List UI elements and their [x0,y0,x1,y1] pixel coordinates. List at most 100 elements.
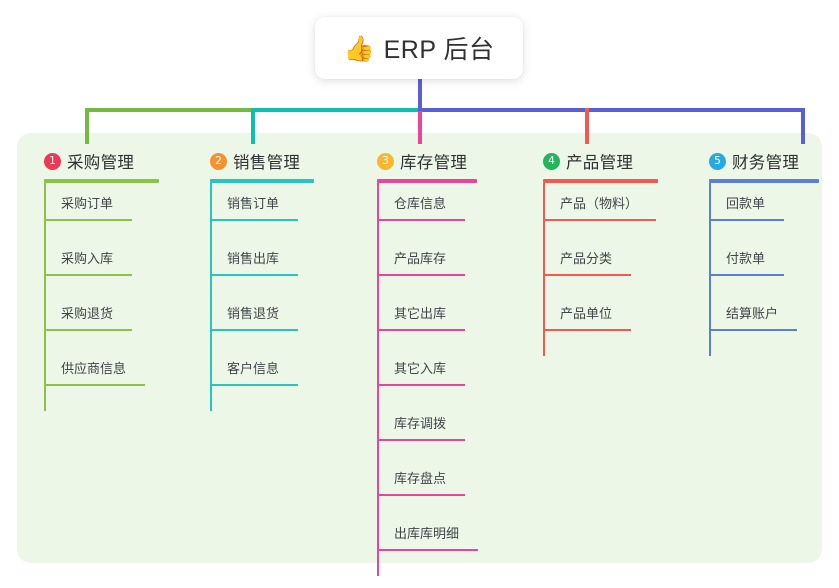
module-item-rule [543,219,656,221]
module-column-inventory: 3 库存管理 仓库信息产品库存其它出库其它入库库存调拨库存盘点出库库明细 [377,148,478,576]
module-title: 财务管理 [732,154,800,172]
module-item[interactable]: 销售退货 [210,293,314,348]
module-header[interactable]: 2 销售管理 [210,148,314,174]
module-item-list: 回款单付款单结算账户 [709,183,819,356]
module-header[interactable]: 5 财务管理 [709,148,819,174]
module-item-label: 产品（物料） [560,196,639,211]
module-item[interactable]: 产品单位 [543,293,658,348]
module-item-label: 销售订单 [227,196,280,211]
module-item[interactable]: 出库库明细 [377,513,478,568]
module-item-label: 采购订单 [61,196,114,211]
module-item-list: 仓库信息产品库存其它出库其它入库库存调拨库存盘点出库库明细 [377,183,478,576]
module-item-rule [377,219,465,221]
module-item-list: 产品（物料） 产品分类产品单位 [543,183,658,356]
module-item-rule [44,329,132,331]
module-item-label: 出库库明细 [394,526,460,541]
module-header-rule [543,179,658,183]
root-title: ERP 后台 [383,36,495,64]
module-item[interactable]: 回款单 [709,183,819,238]
module-item-label: 仓库信息 [394,196,447,211]
module-item-label: 采购退货 [61,306,114,321]
root-node[interactable]: 👍 ERP 后台 [315,17,523,79]
module-item[interactable]: 其它入库 [377,348,477,403]
module-item-rule [210,384,298,386]
connector-drop-5 [801,108,805,144]
module-item-rule [377,439,465,441]
module-item-list: 采购订单采购入库采购退货供应商信息 [44,183,159,411]
module-item-label: 其它入库 [394,361,447,376]
module-item-label: 产品库存 [394,251,447,266]
module-item[interactable]: 采购订单 [44,183,159,238]
module-item-label: 库存盘点 [394,471,447,486]
module-item[interactable]: 销售出库 [210,238,314,293]
module-title: 销售管理 [233,154,301,172]
module-column-sales: 2 销售管理 销售订单销售出库销售退货客户信息 [210,148,314,411]
module-header-rule [377,179,477,183]
module-item-rule [543,274,631,276]
module-title: 采购管理 [67,154,135,172]
module-title: 库存管理 [400,154,468,172]
module-item-rule [210,219,298,221]
connector-drop-2 [251,108,255,144]
module-badge: 2 [210,152,227,170]
module-item-label: 产品分类 [560,251,613,266]
connector-bus-segment-2 [251,108,420,112]
module-item-label: 销售出库 [227,251,280,266]
root-connector-stem [418,73,422,111]
connector-drop-4 [585,108,589,144]
module-item-rule [709,329,797,331]
module-item-rule [44,219,132,221]
module-item-rule [543,329,631,331]
module-item-rule [44,274,132,276]
module-item-rule [709,274,784,276]
module-item-label: 其它出库 [394,306,447,321]
module-header[interactable]: 4 产品管理 [543,148,658,174]
module-item[interactable]: 采购退货 [44,293,159,348]
module-item[interactable]: 库存盘点 [377,458,477,513]
module-header[interactable]: 1 采购管理 [44,148,159,174]
module-item[interactable]: 供应商信息 [44,348,159,403]
module-item[interactable]: 采购入库 [44,238,159,293]
thumbs-up-icon: 👍 [343,34,375,63]
module-title: 产品管理 [566,154,634,172]
connector-bus-segment-3 [418,108,805,112]
module-item[interactable]: 仓库信息 [377,183,477,238]
module-header[interactable]: 3 库存管理 [377,148,477,174]
module-item-rule [44,384,145,386]
module-item[interactable]: 产品（物料） [543,183,658,238]
module-spine [543,183,545,356]
module-item-label: 回款单 [726,196,766,211]
module-badge: 1 [44,152,61,170]
module-item[interactable]: 库存调拨 [377,403,477,458]
module-item[interactable]: 销售订单 [210,183,314,238]
module-column-product: 4 产品管理 产品（物料） 产品分类产品单位 [543,148,658,356]
module-header-rule [44,179,159,183]
module-spine [210,183,212,411]
module-item-rule [377,329,465,331]
module-badge: 3 [377,152,394,170]
module-item[interactable]: 产品库存 [377,238,477,293]
module-item[interactable]: 付款单 [709,238,819,293]
module-column-finance: 5 财务管理 回款单付款单结算账户 [709,148,819,356]
module-item-list: 销售订单销售出库销售退货客户信息 [210,183,314,411]
module-item-rule [210,329,298,331]
module-item-rule [377,494,465,496]
module-item-label: 结算账户 [726,306,779,321]
connector-drop-1 [85,108,89,144]
module-item-label: 客户信息 [227,361,280,376]
module-header-rule [210,179,314,183]
module-item[interactable]: 产品分类 [543,238,658,293]
module-spine [709,183,711,356]
module-item-label: 产品单位 [560,306,613,321]
module-badge: 4 [543,152,560,170]
module-item-label: 销售退货 [227,306,280,321]
module-item[interactable]: 其它出库 [377,293,477,348]
module-badge: 5 [709,152,726,170]
modules-panel [17,133,822,563]
module-item-label: 库存调拨 [394,416,447,431]
module-item-label: 采购入库 [61,251,114,266]
module-item[interactable]: 结算账户 [709,293,819,348]
module-item[interactable]: 客户信息 [210,348,314,403]
module-header-rule [709,179,819,183]
module-item-rule [377,384,465,386]
